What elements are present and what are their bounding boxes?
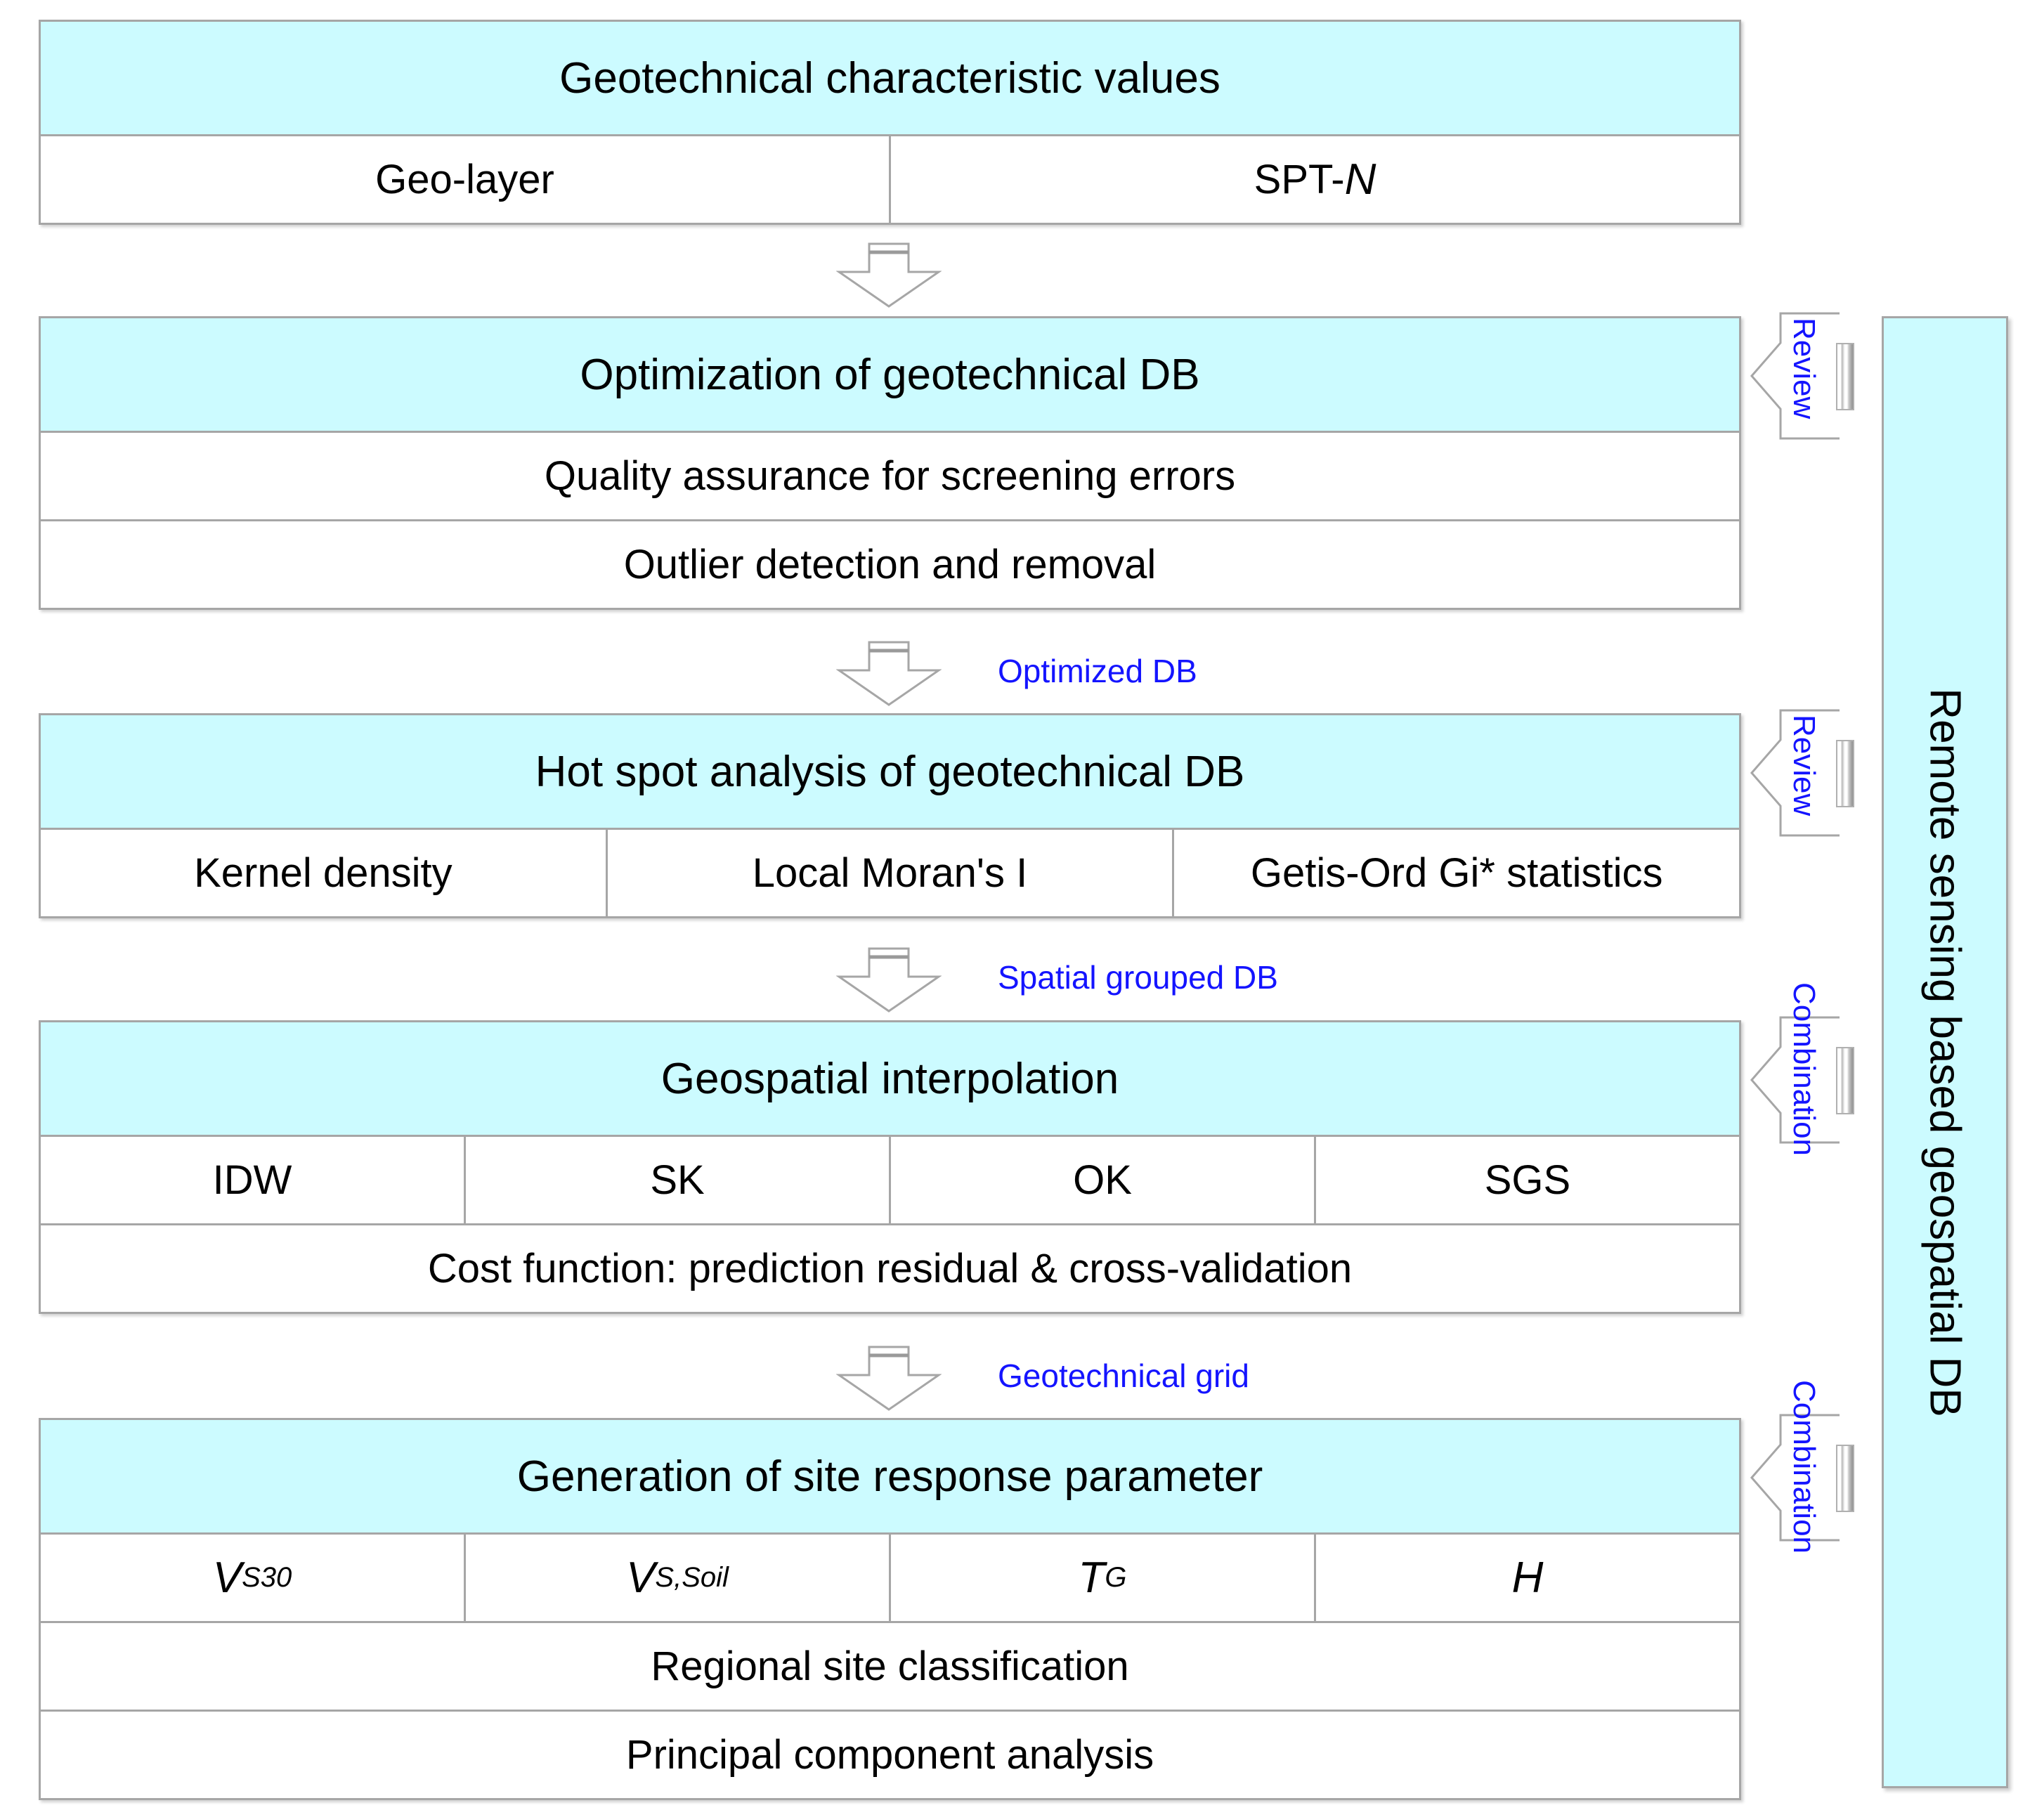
cell-getis-ord-gi: Getis-Ord Gi* statistics — [1172, 830, 1739, 916]
block1-row-1: Geo-layer SPT-N — [41, 134, 1739, 223]
block2-title: Optimization of geotechnical DB — [580, 350, 1200, 399]
side-arrow-3-label: Combination — [1787, 982, 1821, 1157]
cell-sk: SK — [464, 1137, 889, 1223]
block1-header-row: Geotechnical characteristic values — [41, 22, 1739, 134]
side-arrow-3-tail — [1836, 1047, 1854, 1114]
cell-geo-layer: Geo-layer — [375, 157, 554, 202]
cell-idw: IDW — [212, 1157, 292, 1203]
block2-row-2: Outlier detection and removal — [41, 519, 1739, 608]
block5-row-2: Regional site classification — [41, 1621, 1739, 1710]
cell-kernel-density: Kernel density — [194, 850, 453, 896]
flow-arrow-4-label: Geotechnical grid — [998, 1358, 1249, 1394]
vs30-subscript: S30 — [242, 1562, 292, 1593]
remote-sensing-db-label: Remote sensing based geospatial DB — [1920, 687, 1970, 1417]
cell-local-morans-i: Local Moran's I — [605, 830, 1173, 916]
vs-soil-subscript: S,Soil — [655, 1562, 729, 1593]
block-optimization-of-geotechnical-db: Optimization of geotechnical DB Quality … — [39, 316, 1741, 610]
flow-arrow-3-label: Spatial grouped DB — [998, 959, 1278, 996]
side-arrow-1-label: Review — [1787, 318, 1821, 419]
block4-row-2: Cost function: prediction residual & cro… — [41, 1223, 1739, 1312]
spt-n-italic: N — [1344, 155, 1376, 204]
cell-cost-function: Cost function: prediction residual & cro… — [427, 1246, 1353, 1291]
flow-arrow-3-icon — [836, 947, 942, 1013]
cell-h: H — [1314, 1535, 1739, 1621]
cell-sgs: SGS — [1314, 1137, 1739, 1223]
cell-regional-site-classification: Regional site classification — [651, 1643, 1129, 1689]
block2-header-row: Optimization of geotechnical DB — [41, 318, 1739, 431]
cell-outlier-detection: Outlier detection and removal — [623, 542, 1157, 587]
block1-title: Geotechnical characteristic values — [559, 53, 1220, 103]
flow-arrow-1-icon — [836, 242, 942, 308]
vs-soil-symbol: V — [626, 1554, 656, 1602]
block5-row-3: Principal component analysis — [41, 1710, 1739, 1798]
block-geotechnical-characteristic-values: Geotechnical characteristic values Geo-l… — [39, 20, 1741, 225]
spt-prefix: SPT- — [1254, 157, 1345, 202]
block-hot-spot-analysis: Hot spot analysis of geotechnical DB Ker… — [39, 713, 1741, 918]
block2-row-1: Quality assurance for screening errors — [41, 431, 1739, 519]
h-symbol: H — [1511, 1554, 1544, 1602]
side-arrow-4-label: Combination — [1787, 1380, 1821, 1554]
block3-row-1: Kernel density Local Moran's I Getis-Ord… — [41, 828, 1739, 916]
side-arrow-3-icon — [1750, 1013, 1841, 1147]
cell-quality-assurance: Quality assurance for screening errors — [544, 453, 1236, 499]
side-arrow-2-tail — [1836, 740, 1854, 807]
block4-row-1: IDW SK OK SGS — [41, 1135, 1739, 1223]
block4-header-row: Geospatial interpolation — [41, 1022, 1739, 1135]
side-arrow-2-label: Review — [1787, 715, 1821, 816]
tg-symbol: T — [1078, 1554, 1105, 1602]
tg-subscript: G — [1105, 1562, 1127, 1593]
flow-arrow-2-icon — [836, 641, 942, 707]
block-geospatial-interpolation: Geospatial interpolation IDW SK OK SGS C… — [39, 1020, 1741, 1314]
flow-arrow-4-icon — [836, 1346, 942, 1412]
side-arrow-2-icon — [1750, 706, 1841, 840]
block5-title: Generation of site response parameter — [516, 1452, 1263, 1501]
flow-arrow-2-label: Optimized DB — [998, 653, 1197, 689]
block3-header-row: Hot spot analysis of geotechnical DB — [41, 715, 1739, 828]
side-arrow-4-icon — [1750, 1411, 1841, 1544]
cell-principal-component-analysis: Principal component analysis — [625, 1732, 1154, 1778]
vs30-symbol: V — [212, 1554, 242, 1602]
remote-sensing-db-bar: Remote sensing based geospatial DB — [1882, 316, 2008, 1788]
block3-title: Hot spot analysis of geotechnical DB — [535, 747, 1245, 796]
side-arrow-1-icon — [1750, 309, 1841, 443]
cell-spt-n: SPT-N — [889, 136, 1739, 223]
side-arrow-1-tail — [1836, 343, 1854, 410]
side-arrow-4-tail — [1836, 1445, 1854, 1512]
block5-header-row: Generation of site response parameter — [41, 1420, 1739, 1532]
block4-title: Geospatial interpolation — [660, 1054, 1119, 1103]
cell-ok: OK — [889, 1137, 1314, 1223]
